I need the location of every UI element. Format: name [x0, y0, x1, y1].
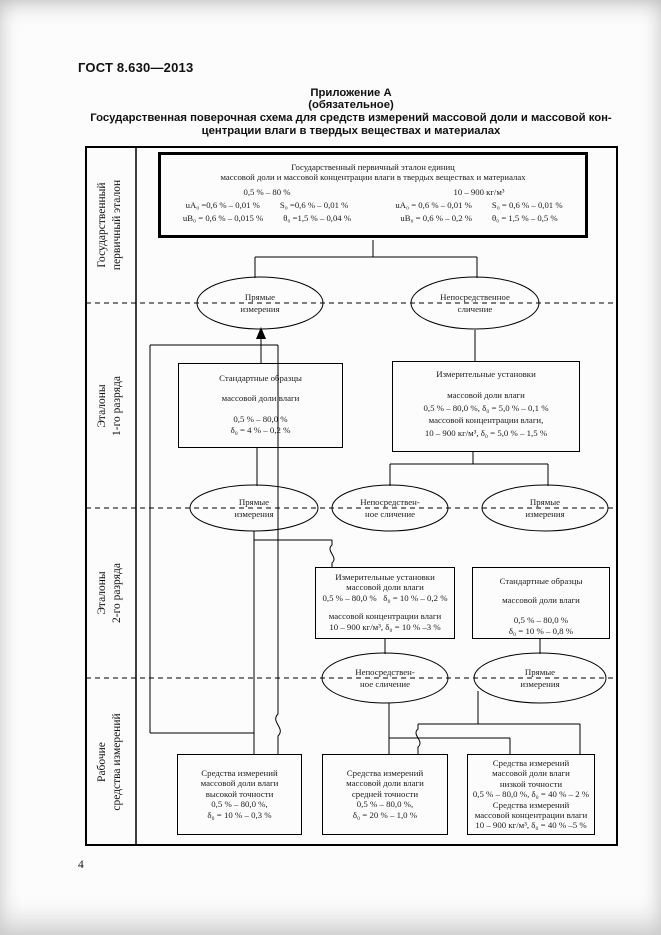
tier-separator-dashed-lines	[86, 302, 617, 679]
method-ellipses	[189, 276, 609, 704]
box-measuring-installations-1st: Измерительные установки массовой доли вл…	[392, 361, 580, 452]
box-reference-materials-2nd: Стандартные образцы массовой доли влаги …	[472, 567, 610, 639]
appendix-label: Приложение А	[310, 87, 392, 99]
primary-standard-box: Государственный первичный эталон единиц …	[158, 152, 588, 238]
page-number: 4	[78, 859, 84, 871]
box-working-low-accuracy: Средства измерений массовой доли влаги н…	[467, 754, 595, 835]
connector-lines	[149, 240, 581, 754]
scheme-frame	[85, 146, 618, 846]
label-direct-comparison-3: Непосредствен-ное сличение	[355, 667, 415, 689]
label-direct-comparison-2: Непосредствен-ное сличение	[360, 497, 420, 519]
box-working-medium-accuracy: Средства измерений массовой доли влаги с…	[322, 754, 448, 835]
primary-right-range: 10 – 900 кг/м³	[453, 187, 505, 197]
primary-left-range: 0,5 % – 80 %	[243, 187, 291, 197]
ellipse-direct-measurements-3	[481, 484, 609, 532]
primary-mass-concentration-column: 10 – 900 кг/м³ uА₀ = 0,6 % – 0,01 % S₀ =…	[373, 187, 585, 223]
tier-label-2nd-order: Эталоны 2-го разряда	[96, 562, 123, 624]
primary-mass-fraction-column: 0,5 % – 80 % uА₀ =0,6 % – 0,01 % S₀ =0,6…	[161, 187, 373, 223]
ellipse-direct-comparison-1	[410, 276, 540, 330]
scheme-title-line1: Государственная поверочная схема для сре…	[90, 112, 612, 125]
ellipse-direct-measurements-1	[196, 276, 324, 330]
primary-title-2: массовой доли и массовой концентрации вл…	[220, 172, 526, 182]
box-measuring-installations-2nd: Измерительные установки массовой доли вл…	[315, 567, 455, 639]
tier-label-1st-order: Эталоны 1-го разряда	[96, 375, 123, 437]
primary-title-1: Государственный первичный эталон единиц	[291, 162, 455, 172]
scheme-title-line2: центрации влаги в твердых веществах и ма…	[201, 124, 501, 137]
box-reference-materials-1st: Стандартные образцы массовой доли влаги …	[178, 363, 343, 448]
box-working-high-accuracy: Средства измерений массовой доли влаги в…	[177, 754, 302, 835]
appendix-note: (обязательное)	[308, 99, 394, 112]
appendix-heading: Приложение А (обязательное) Государствен…	[40, 87, 661, 137]
tier-label-primary: Государственный первичный эталон	[96, 179, 123, 271]
doc-code-header: ГОСТ 8.630—2013	[78, 60, 194, 75]
up-arrowhead	[256, 327, 266, 339]
tier-label-working-instruments: Рабочие средства измерений	[96, 713, 123, 811]
